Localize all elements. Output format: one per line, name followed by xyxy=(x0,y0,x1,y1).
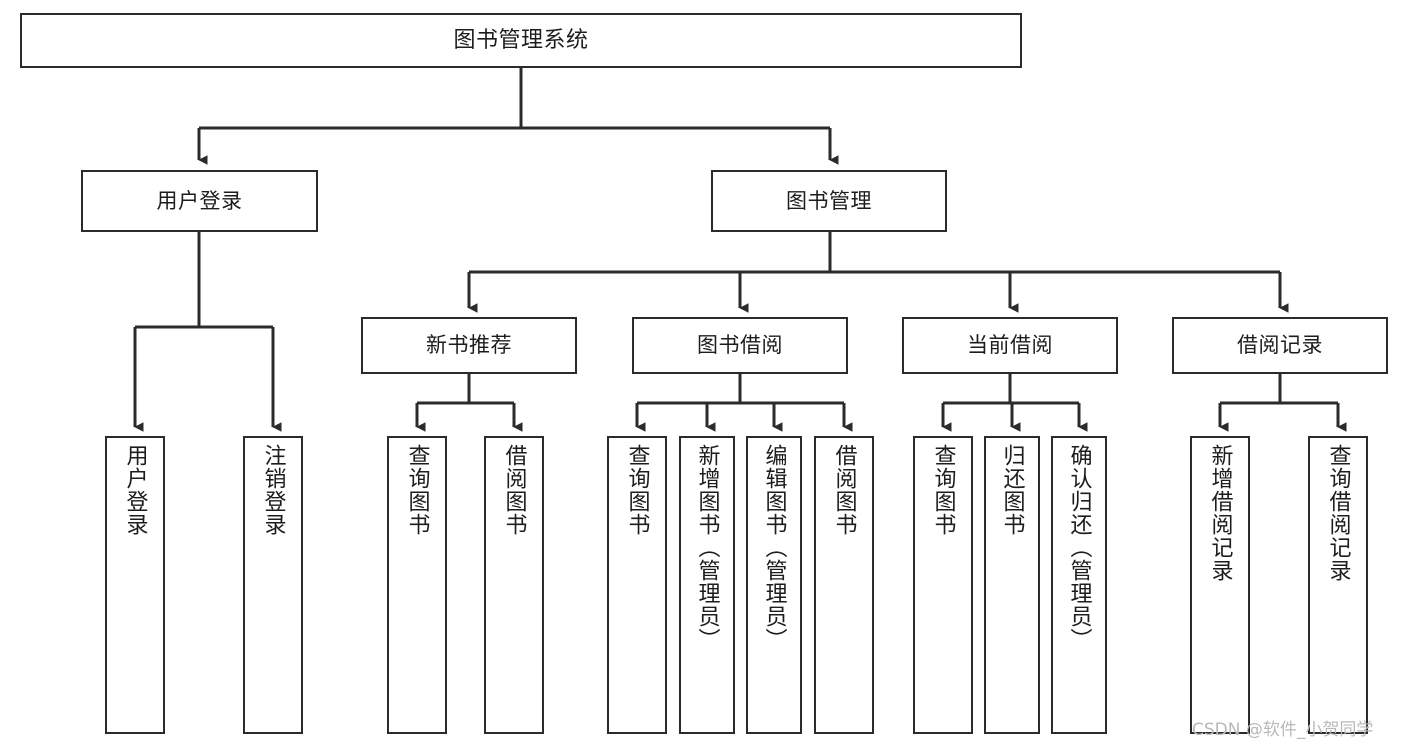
node-leaf-confirm-return-label: 确认归还（管理员） xyxy=(1066,444,1092,651)
node-root[interactable]: 图书管理系统 xyxy=(20,13,1022,68)
node-root-label: 图书管理系统 xyxy=(453,27,589,53)
node-leaf-query-book-1[interactable]: 查询图书 xyxy=(387,436,447,734)
node-leaf-edit-book[interactable]: 编辑图书（管理员） xyxy=(746,436,802,734)
node-leaf-edit-book-label: 编辑图书（管理员） xyxy=(761,444,787,651)
node-borrow-record[interactable]: 借阅记录 xyxy=(1172,317,1388,374)
node-leaf-return-book[interactable]: 归还图书 xyxy=(984,436,1040,734)
node-leaf-user-login-label: 用户登录 xyxy=(122,444,148,536)
node-user-login-label: 用户登录 xyxy=(156,188,243,213)
node-book-management-label: 图书管理 xyxy=(786,188,872,213)
node-leaf-user-logout[interactable]: 注销登录 xyxy=(243,436,303,734)
node-leaf-query-book-1-label: 查询图书 xyxy=(404,444,430,536)
node-book-management[interactable]: 图书管理 xyxy=(711,170,947,232)
node-leaf-query-book-3-label: 查询图书 xyxy=(930,444,956,536)
node-leaf-add-record[interactable]: 新增借阅记录 xyxy=(1190,436,1250,734)
node-leaf-borrow-book-2-label: 借阅图书 xyxy=(831,444,857,536)
edge-group-book-borrow xyxy=(635,374,853,432)
node-leaf-borrow-book-1[interactable]: 借阅图书 xyxy=(484,436,544,734)
edge-group-user-login xyxy=(133,232,282,432)
node-book-borrow-label: 图书借阅 xyxy=(697,333,783,358)
node-leaf-return-book-label: 归还图书 xyxy=(999,444,1025,536)
node-book-borrow[interactable]: 图书借阅 xyxy=(632,317,848,374)
node-leaf-query-record-label: 查询借阅记录 xyxy=(1325,444,1351,582)
node-leaf-add-book-label: 新增图书（管理员） xyxy=(694,444,720,651)
node-leaf-add-book[interactable]: 新增图书（管理员） xyxy=(679,436,735,734)
edge-group-new-book-recommend xyxy=(415,374,523,432)
node-leaf-query-book-2[interactable]: 查询图书 xyxy=(607,436,667,734)
edge-group-book-management xyxy=(467,232,1289,313)
edge-group-borrow-record xyxy=(1218,374,1347,432)
node-new-book-recommend[interactable]: 新书推荐 xyxy=(361,317,577,374)
node-new-book-recommend-label: 新书推荐 xyxy=(426,333,512,358)
edge-group-root xyxy=(197,68,839,165)
node-leaf-query-book-2-label: 查询图书 xyxy=(624,444,650,536)
node-leaf-user-login[interactable]: 用户登录 xyxy=(105,436,165,734)
node-leaf-user-logout-label: 注销登录 xyxy=(260,444,286,536)
node-borrow-record-label: 借阅记录 xyxy=(1237,333,1323,358)
node-leaf-add-record-label: 新增借阅记录 xyxy=(1207,444,1233,582)
node-user-login[interactable]: 用户登录 xyxy=(81,170,318,232)
node-leaf-borrow-book-1-label: 借阅图书 xyxy=(501,444,527,536)
edge-group-current-borrow xyxy=(941,374,1088,432)
node-leaf-confirm-return[interactable]: 确认归还（管理员） xyxy=(1051,436,1107,734)
node-current-borrow[interactable]: 当前借阅 xyxy=(902,317,1118,374)
watermark-text: CSDN @软件_小贺同学 xyxy=(1192,720,1374,740)
node-leaf-borrow-book-2[interactable]: 借阅图书 xyxy=(814,436,874,734)
node-current-borrow-label: 当前借阅 xyxy=(967,333,1053,358)
node-leaf-query-book-3[interactable]: 查询图书 xyxy=(913,436,973,734)
node-leaf-query-record[interactable]: 查询借阅记录 xyxy=(1308,436,1368,734)
